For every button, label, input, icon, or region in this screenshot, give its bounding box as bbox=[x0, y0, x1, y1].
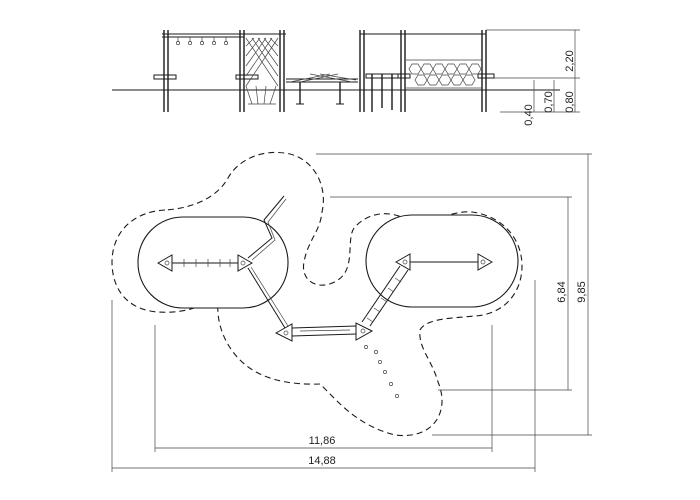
monkey-bars-frame bbox=[153, 30, 286, 112]
dim-overall-depth: 9,85 bbox=[576, 281, 588, 302]
dim-overall-width: 14,88 bbox=[308, 455, 336, 467]
stepping-stones bbox=[364, 345, 399, 398]
bridge-plan bbox=[291, 325, 357, 337]
plan-dimension-lines bbox=[111, 153, 592, 472]
hex-net bbox=[406, 59, 482, 89]
climbing-frame bbox=[359, 30, 495, 112]
elevation-dimension-lines bbox=[486, 29, 580, 113]
ladder-arm bbox=[247, 195, 285, 259]
dim-foundation-depth: 0,40 bbox=[523, 104, 535, 125]
dim-inner-depth: 6,84 bbox=[556, 281, 568, 302]
rope-bridge bbox=[286, 73, 358, 105]
dim-platform-height: 0,80 bbox=[564, 91, 576, 112]
dim-total-height: 2,20 bbox=[564, 50, 576, 71]
monkey-bar-rungs bbox=[172, 259, 238, 267]
dim-deck-height: 0,70 bbox=[543, 91, 555, 112]
plan-view: 11,86 14,88 6,84 9,85 bbox=[111, 151, 592, 472]
elevation-view: 2,20 0,80 0,70 0,40 bbox=[112, 29, 580, 126]
center-right-triangle-node bbox=[355, 322, 374, 341]
center-left-triangle-node bbox=[274, 323, 293, 342]
dim-inner-width: 11,86 bbox=[309, 435, 336, 447]
left-diagonal-beam bbox=[247, 267, 286, 329]
cargo-net bbox=[245, 37, 279, 105]
right-diagonal-ladder bbox=[361, 265, 409, 327]
right-play-zone bbox=[365, 214, 519, 308]
